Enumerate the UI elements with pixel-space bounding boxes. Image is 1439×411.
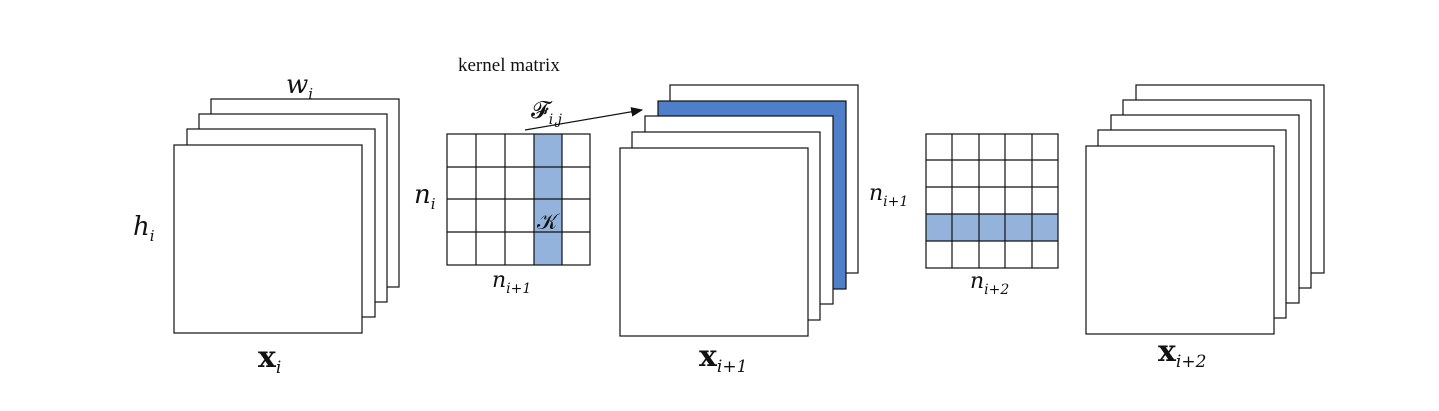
ni1-label-sub: i+1: [506, 281, 531, 297]
xi2-label-sub: i+2: [1176, 352, 1207, 372]
xi1-label-sub: i+1: [717, 357, 748, 377]
ni1b-label-base: n: [869, 181, 883, 206]
xi-label: xi: [258, 340, 281, 378]
feature-map-xi2-layer-1: [1085, 145, 1275, 335]
width-label: wi: [286, 70, 313, 103]
kernel-row-highlight: [926, 214, 1058, 241]
feature-map-xi1-layer-1: [619, 147, 809, 337]
feature-map-xi-layer-1: [173, 144, 363, 334]
ni2-label: ni+2: [970, 269, 1009, 298]
xi-label-sub: i: [276, 358, 281, 378]
ni1-label-base: n: [492, 268, 506, 293]
kernel-symbol: 𝒦: [537, 210, 560, 235]
xi2-label-base: x: [1158, 334, 1177, 369]
ni1b-label-sub: i+1: [883, 194, 908, 210]
xi1-label: xi+1: [699, 339, 747, 377]
feature-map-stack-xi: [173, 98, 400, 334]
ni-label-sub: i: [431, 195, 436, 213]
ni2-label-base: n: [970, 269, 984, 294]
height-label: hi: [133, 212, 155, 245]
feature-map-stack-xi1: [619, 84, 859, 337]
kernel-matrix-2: [925, 133, 1059, 269]
ni-label: ni: [414, 180, 436, 213]
height-label-base: h: [133, 212, 150, 242]
kernel-matrix-1: [446, 133, 591, 266]
feature-map-stack-xi2: [1085, 84, 1325, 335]
kernel-matrix-label: kernel matrix: [458, 55, 560, 76]
xi-label-base: x: [258, 340, 277, 375]
width-label-base: w: [286, 70, 308, 100]
xi2-label: xi+2: [1158, 334, 1206, 372]
filter-symbol: 𝓕: [531, 96, 553, 124]
kernel-matrix-2-border: [925, 133, 1059, 269]
filter-subscript: i,j: [549, 112, 563, 128]
xi1-label-base: x: [699, 339, 718, 374]
filter-arrow: [524, 107, 644, 131]
ni1-label-kernel2: ni+1: [869, 181, 908, 210]
ni2-label-sub: i+2: [984, 282, 1009, 298]
width-label-sub: i: [308, 85, 313, 103]
filter-label: 𝓕i,j: [531, 96, 563, 128]
height-label-sub: i: [150, 227, 155, 245]
ni-label-base: n: [414, 180, 431, 210]
ni1-label-kernel1: ni+1: [492, 268, 531, 297]
